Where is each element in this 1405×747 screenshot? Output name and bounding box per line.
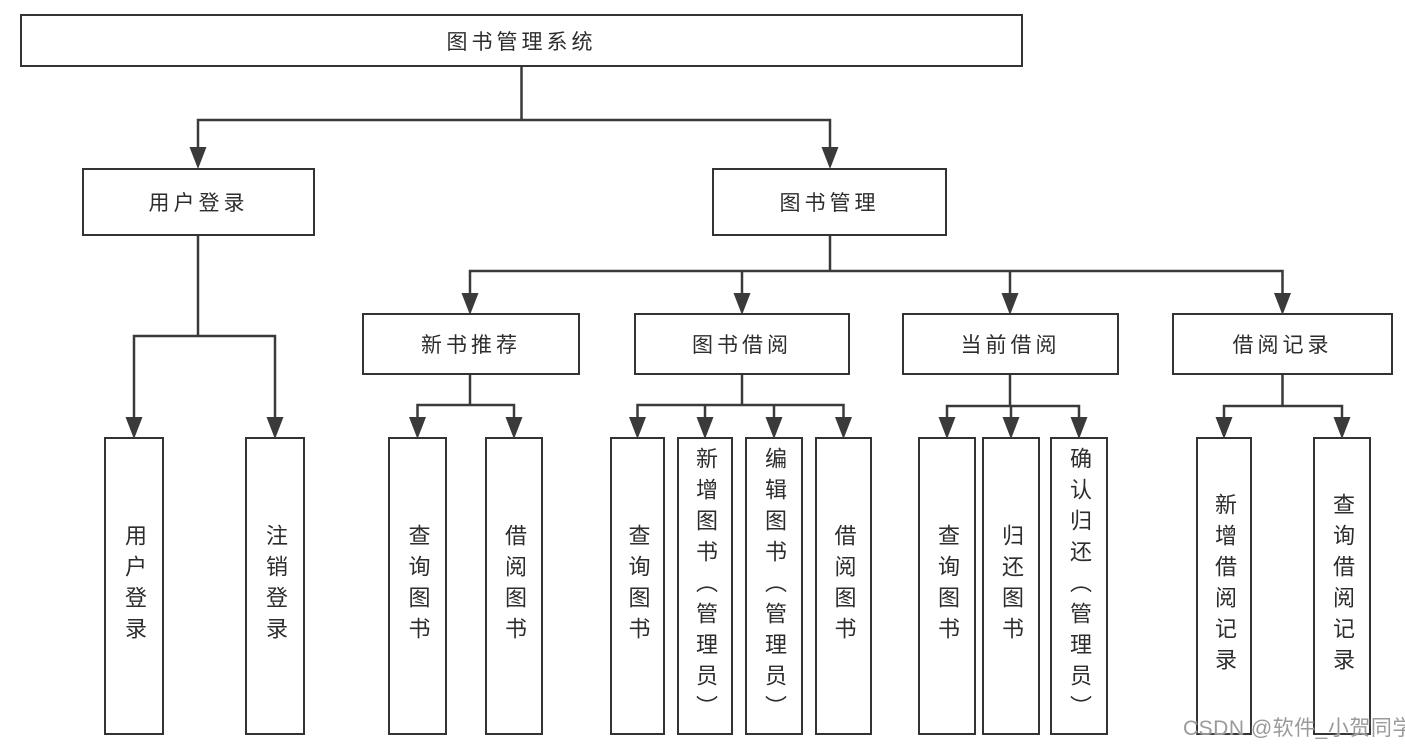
node-label: 查询图书 bbox=[405, 524, 431, 648]
node-label: 借阅图书 bbox=[502, 524, 527, 648]
node-label: 编辑图书（管理员） bbox=[762, 446, 787, 726]
node-label: 用户登录 bbox=[122, 524, 147, 648]
leaf-borrow-books-recommend: 借阅图书 bbox=[485, 437, 543, 735]
node-library-management-system: 图书管理系统 bbox=[20, 14, 1023, 67]
leaf-logout: 注销登录 bbox=[245, 437, 305, 735]
leaf-confirm-return-admin: 确认归还（管理员） bbox=[1050, 437, 1108, 735]
csdn-watermark: CSDN @软件_小贺同学 bbox=[1183, 717, 1405, 740]
node-label: 注销登录 bbox=[263, 524, 288, 648]
leaf-query-books-borrowing: 查询图书 bbox=[610, 437, 665, 735]
node-label: 当前借阅 bbox=[960, 334, 1061, 357]
node-borrowing-records: 借阅记录 bbox=[1172, 313, 1393, 375]
node-label: 查询图书 bbox=[935, 524, 960, 648]
node-label: 确认归还（管理员） bbox=[1067, 446, 1092, 726]
node-label: 新增图书（管理员） bbox=[693, 446, 718, 726]
node-label: 新增借阅记录 bbox=[1212, 493, 1237, 679]
leaf-query-books-recommend: 查询图书 bbox=[388, 437, 447, 735]
node-label: 图书管理 bbox=[779, 192, 880, 215]
leaf-user-login: 用户登录 bbox=[104, 437, 164, 735]
node-label: 借阅记录 bbox=[1232, 334, 1333, 357]
node-label: 查询图书 bbox=[625, 524, 651, 648]
node-book-management: 图书管理 bbox=[712, 168, 947, 236]
node-new-book-recommendation: 新书推荐 bbox=[362, 313, 580, 375]
node-user-login: 用户登录 bbox=[82, 168, 315, 236]
node-label: 图书借阅 bbox=[692, 334, 792, 357]
node-label: 借阅图书 bbox=[831, 524, 857, 648]
node-label: 查询借阅记录 bbox=[1330, 493, 1355, 679]
node-label: 用户登录 bbox=[148, 192, 249, 215]
node-label: 新书推荐 bbox=[421, 334, 521, 357]
leaf-edit-books-admin: 编辑图书（管理员） bbox=[745, 437, 803, 735]
node-label: 图书管理系统 bbox=[446, 30, 597, 54]
leaf-add-books-admin: 新增图书（管理员） bbox=[677, 437, 733, 735]
node-label: 归还图书 bbox=[999, 524, 1024, 648]
leaf-borrow-books: 借阅图书 bbox=[815, 437, 872, 735]
node-current-borrowing: 当前借阅 bbox=[902, 313, 1119, 375]
leaf-add-borrow-record: 新增借阅记录 bbox=[1196, 437, 1252, 735]
leaf-query-borrow-record: 查询借阅记录 bbox=[1313, 437, 1371, 735]
leaf-return-books: 归还图书 bbox=[982, 437, 1040, 735]
node-book-borrowing: 图书借阅 bbox=[634, 313, 850, 375]
leaf-query-books-current: 查询图书 bbox=[918, 437, 976, 735]
